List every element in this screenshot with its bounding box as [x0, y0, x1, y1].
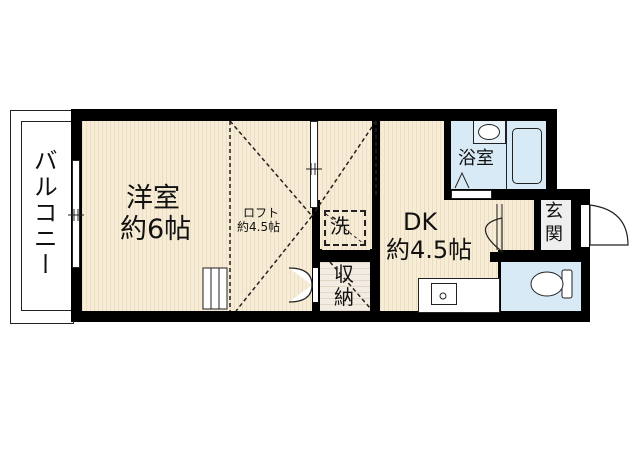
bathroom-door — [451, 190, 492, 199]
kitchen-sink — [431, 283, 457, 305]
balcony-inner — [21, 121, 72, 311]
western-room-floor — [82, 121, 312, 311]
bathtub-basin — [512, 128, 542, 184]
loft-name: ロフト — [243, 206, 280, 220]
bathtub — [506, 121, 547, 189]
storage-door — [313, 268, 318, 302]
storage-area — [320, 262, 370, 311]
partition-entrance — [534, 200, 541, 252]
partition-bath — [444, 121, 451, 199]
dk-size: 約4.5帖 — [386, 236, 473, 264]
western-room-name: 洋室 — [126, 183, 180, 214]
dk-floor-lower — [380, 200, 534, 250]
balcony-label: バルコニー — [29, 148, 58, 278]
storage-label-2: 納 — [334, 285, 354, 309]
dk-name: DK — [403, 208, 438, 236]
bathroom-label: 浴室 — [458, 148, 494, 169]
laundry-label: 洗 — [330, 214, 350, 238]
entrance-label-1: 玄 — [545, 201, 563, 222]
partition-wall-dk — [372, 193, 380, 311]
storage-label-1: 収 — [334, 262, 354, 286]
partition-toilet — [490, 252, 581, 262]
entrance-label-2: 関 — [545, 224, 563, 245]
loft-size: 約4.5帖 — [237, 220, 281, 234]
laundry-pan — [324, 210, 366, 246]
sink-bowl — [478, 124, 500, 140]
partition-laundry — [318, 250, 374, 262]
western-room-size: 約6帖 — [120, 214, 192, 245]
entrance-door — [581, 205, 589, 247]
entrance-area — [541, 200, 571, 250]
window-balcony — [72, 160, 80, 268]
partition-wall-loft — [312, 200, 320, 311]
